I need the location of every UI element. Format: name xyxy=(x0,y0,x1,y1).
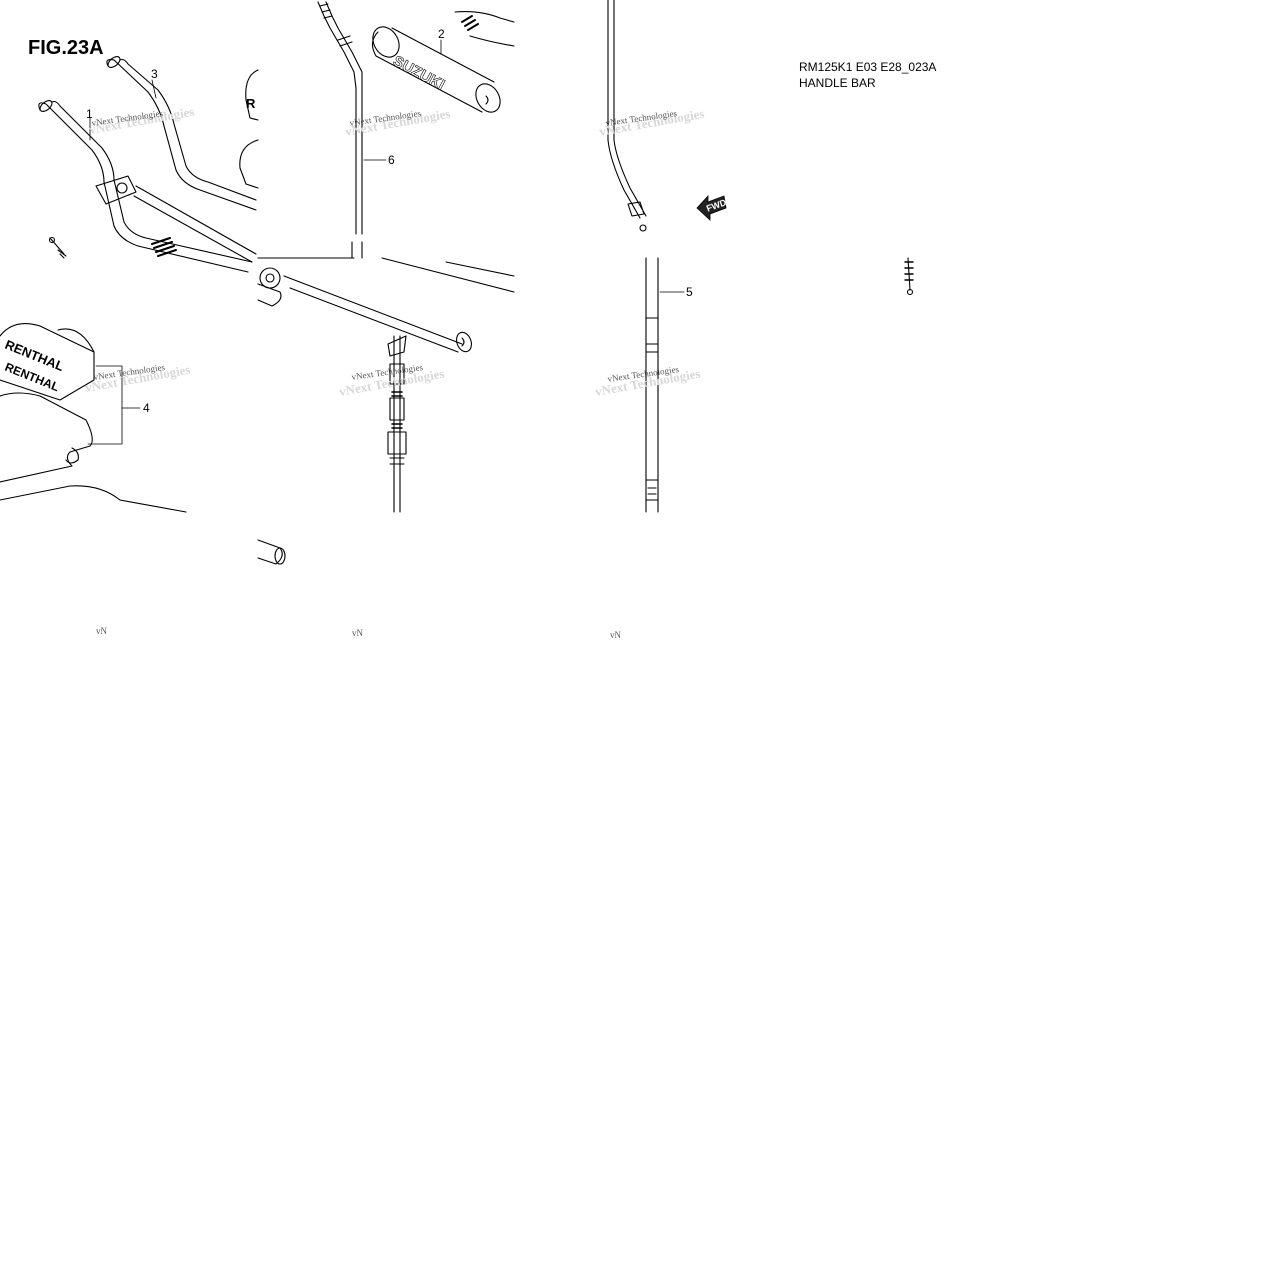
model-info: RM125K1 E03 E28_023A HANDLE BAR xyxy=(799,59,936,91)
cable-6 xyxy=(317,1,363,259)
callout-6: 6 xyxy=(388,153,395,167)
model-code: RM125K1 E03 E28_023A xyxy=(799,60,937,74)
small-screw xyxy=(48,236,67,259)
handlebar-bent-3 xyxy=(106,56,257,211)
grip-knurl-1 xyxy=(151,237,177,257)
cable-5-lower xyxy=(645,257,659,513)
partial-logo-letter: R xyxy=(246,96,256,111)
pad-renthal-4 xyxy=(0,323,187,513)
cable-5-upper xyxy=(607,0,647,232)
partial-logo-pad xyxy=(239,69,259,189)
straight-handlebar xyxy=(257,257,515,353)
small-link-rod xyxy=(904,257,914,296)
cable-end-lower xyxy=(387,335,407,513)
pad-brand-suzuki: SUZUKI xyxy=(390,53,447,94)
watermark-fragment: vN xyxy=(96,626,108,636)
callout-5: 5 xyxy=(686,285,693,299)
pad-suzuki-2 xyxy=(371,26,501,113)
callout-2: 2 xyxy=(438,27,445,41)
figure-label: FIG.23A xyxy=(28,37,104,59)
forward-arrow-icon: FWD xyxy=(696,194,728,221)
watermark-fragment: vN xyxy=(610,630,622,640)
callout-3: 3 xyxy=(151,67,158,81)
callout-1: 1 xyxy=(86,107,93,121)
bar-end-bottom xyxy=(257,539,286,565)
handlebar-bent-1 xyxy=(38,100,253,273)
leader-lines xyxy=(87,39,685,445)
callout-4: 4 xyxy=(143,401,150,415)
section-title: HANDLE BAR xyxy=(799,76,876,90)
watermark-fragment: vN xyxy=(352,628,364,638)
clamp-left xyxy=(95,175,257,263)
grip-knurl-top xyxy=(454,11,515,47)
watermarks: vNext Technologies vNext Technologies vN… xyxy=(84,104,706,640)
